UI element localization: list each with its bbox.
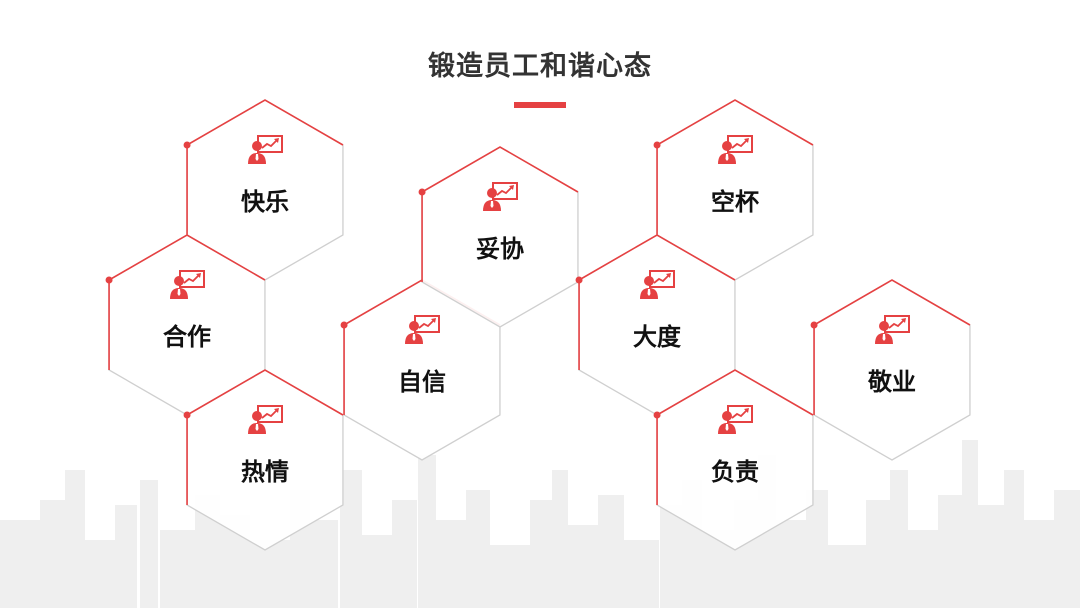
hexagon-highlight — [421, 146, 579, 282]
corner-dot — [418, 188, 426, 196]
hexagon-label-kuaile: 快乐 — [241, 188, 289, 216]
hexagon-highlight — [186, 99, 344, 235]
presenter-chart-icon — [170, 270, 205, 299]
corner-dot — [653, 411, 661, 419]
hexagon-reqing: 热情 — [183, 369, 344, 551]
hexagon-label-reqing: 热情 — [241, 458, 289, 486]
hexagon-tuoxie: 妥协 — [418, 146, 579, 328]
presenter-chart-icon — [718, 135, 753, 164]
hexagon-kuaile: 快乐 — [183, 99, 344, 281]
hexagon-highlight — [656, 99, 814, 235]
hexagon-highlight — [186, 369, 344, 505]
presenter-chart-icon — [483, 182, 518, 211]
corner-dot — [183, 141, 191, 149]
corner-dot — [575, 276, 583, 284]
hexagon-jingye: 敬业 — [810, 279, 971, 461]
hexagon-highlight — [813, 279, 971, 415]
corner-dot — [653, 141, 661, 149]
hexagon-hezuo: 合作 — [105, 234, 266, 416]
skyline-buildings — [0, 440, 1080, 608]
hexagon-label-dadu: 大度 — [633, 323, 682, 351]
presenter-chart-icon — [248, 135, 283, 164]
hexagon-label-fuze: 负责 — [711, 458, 759, 486]
presenter-chart-icon — [718, 405, 753, 434]
hexagon-highlight — [656, 369, 814, 505]
hexagon-label-zixin: 自信 — [398, 368, 446, 396]
presenter-chart-icon — [640, 270, 675, 299]
presenter-chart-icon — [875, 315, 910, 344]
hexagon-label-hezuo: 合作 — [163, 323, 211, 351]
hexagon-label-jingye: 敬业 — [867, 368, 916, 396]
corner-dot — [105, 276, 113, 284]
page-title: 锻造员工和谐心态 — [428, 51, 652, 82]
hexagon-label-tuoxie: 妥协 — [476, 235, 524, 263]
title-underline — [514, 102, 566, 108]
corner-dot — [810, 321, 818, 329]
hexagon-highlight — [108, 234, 266, 370]
hexagon-label-kongbei: 空杯 — [711, 188, 759, 216]
hexagon-highlight — [578, 234, 736, 370]
hexagon-dadu: 大度 — [575, 234, 736, 416]
corner-dot — [183, 411, 191, 419]
hexagon-fuze: 负责 — [653, 369, 814, 551]
corner-dot — [340, 321, 348, 329]
presenter-chart-icon — [405, 315, 440, 344]
presenter-chart-icon — [248, 405, 283, 434]
hexagon-kongbei: 空杯 — [653, 99, 814, 281]
